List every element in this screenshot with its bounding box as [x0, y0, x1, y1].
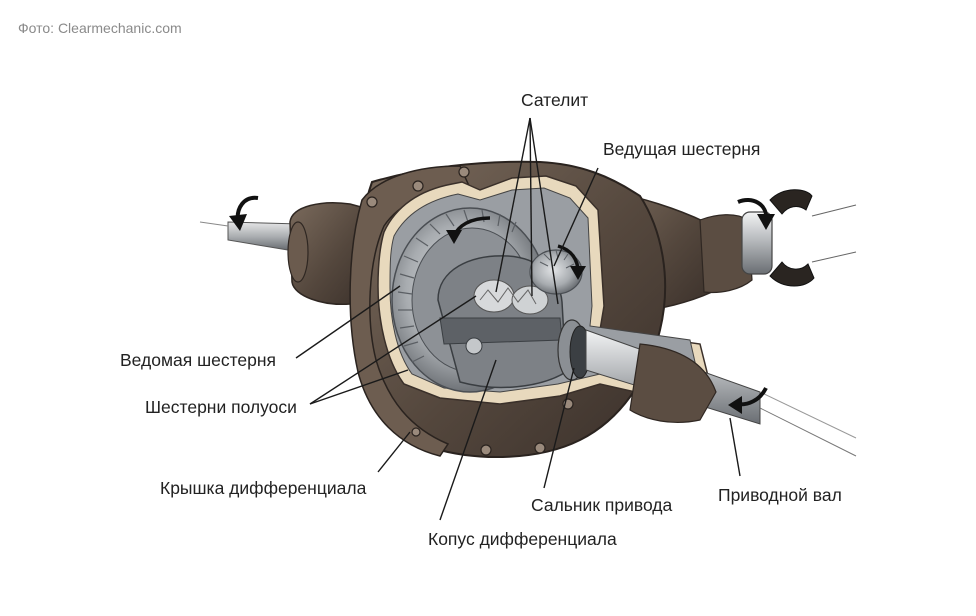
label-drive-seal: Сальник привода [531, 495, 673, 515]
label-drive-gear: Ведущая шестерня [603, 139, 761, 159]
label-diff-case: Копус дифференциала [428, 529, 617, 549]
pinion-inner-arrow-icon [557, 244, 586, 280]
spider-gears [473, 279, 549, 315]
photo-credit: Фото: Clearmechanic.com [18, 20, 182, 36]
housing-bolts [366, 166, 574, 456]
left-axle-shaft [199, 221, 301, 253]
left-rotation-arrow-icon [229, 195, 259, 231]
label-driven-gear: Ведомая шестерня [120, 350, 277, 370]
pinion-rotation-arrow-icon [737, 198, 775, 230]
driveshaft-rotation-arrow-icon [728, 387, 768, 414]
leader-lines [295, 117, 741, 521]
pinion-yoke [741, 189, 857, 287]
drive-seal [557, 319, 591, 381]
label-satellite: Сателит [521, 90, 589, 110]
ring-rotation-arrow-icon [446, 216, 491, 244]
label-side-gears: Шестерни полуоси [145, 397, 297, 417]
label-drive-shaft: Приводной вал [718, 485, 842, 505]
label-diff-cover: Крышка дифференциала [160, 478, 367, 498]
right-drive-shaft [585, 329, 857, 457]
